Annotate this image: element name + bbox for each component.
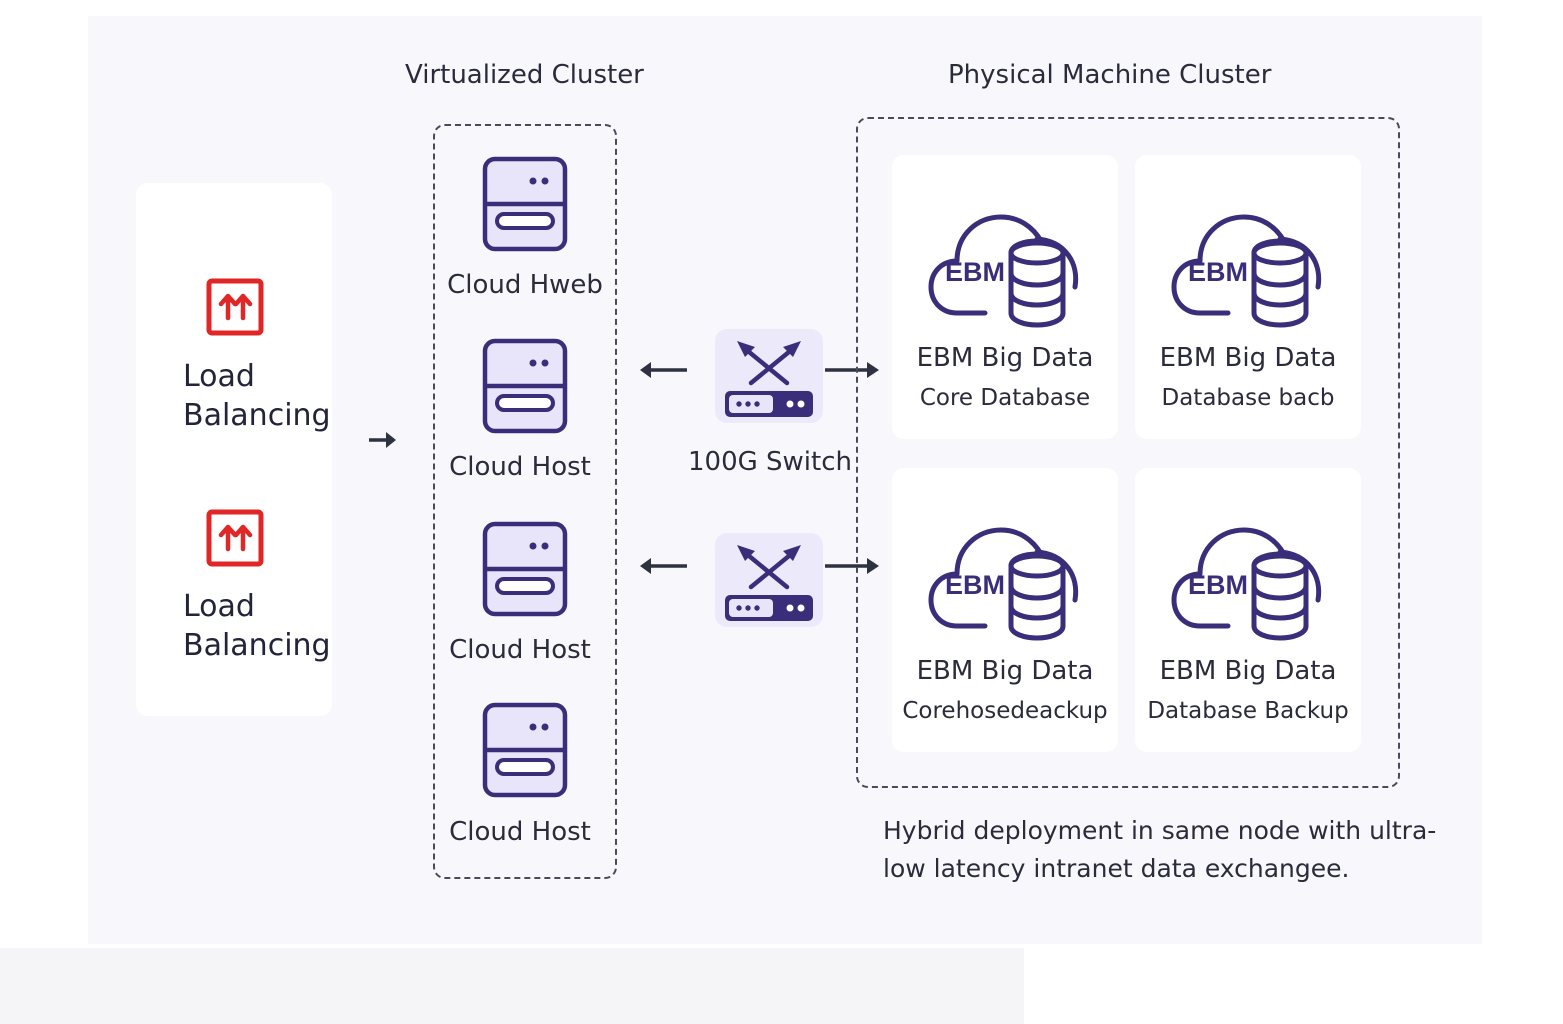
server-icon xyxy=(482,702,568,798)
network-switch-icon xyxy=(715,329,823,423)
cloud-host-label: Cloud Host xyxy=(449,452,591,482)
cloud-host-label: Cloud Host xyxy=(449,817,591,847)
ebm-node-title: EBM Big Data xyxy=(916,656,1094,686)
ebm-badge: EBM xyxy=(1188,570,1248,600)
ebm-node-card: EBM EBM Big Data Corehosedeackup xyxy=(892,468,1118,752)
footer-strip xyxy=(0,948,1024,1024)
ebm-badge: EBM xyxy=(945,257,1005,287)
virtualized-cluster-boundary xyxy=(433,124,617,879)
arrow-right-icon xyxy=(369,432,396,448)
ebm-node-subtitle: Corehosedeackup xyxy=(902,698,1108,724)
cloud-host-label: Cloud Host xyxy=(449,635,591,665)
load-balancing-panel xyxy=(136,183,332,716)
arrow-left-icon xyxy=(640,362,687,378)
server-icon xyxy=(482,338,568,434)
virtualized-cluster-title: Virtualized Cluster xyxy=(405,60,644,90)
ebm-badge: EBM xyxy=(1188,257,1248,287)
arrow-right-icon xyxy=(825,558,879,574)
load-balancer-icon xyxy=(206,278,264,336)
physical-cluster-boundary xyxy=(856,117,1400,788)
ebm-node-title: EBM Big Data xyxy=(1159,343,1337,373)
ebm-node-card: EBM EBM Big Data Database Backup xyxy=(1135,468,1361,752)
server-icon xyxy=(482,521,568,617)
load-balancing-label: Load Balancing xyxy=(183,589,331,663)
load-balancer-icon xyxy=(206,509,264,567)
cloud-host-label: Cloud Hweb xyxy=(447,270,603,300)
ebm-node-title: EBM Big Data xyxy=(916,343,1094,373)
cloud-database-icon: EBM xyxy=(928,214,1079,328)
cloud-database-icon: EBM xyxy=(1171,214,1322,328)
physical-cluster-title: Physical Machine Cluster xyxy=(948,60,1272,90)
ebm-node-subtitle: Database Backup xyxy=(1147,698,1349,724)
ebm-node-subtitle: Core Database xyxy=(919,385,1091,411)
ebm-node-subtitle: Database bacb xyxy=(1161,385,1335,411)
arrow-left-icon xyxy=(640,558,687,574)
load-balancing-label: Load Balancing xyxy=(183,359,331,433)
ebm-node-card: EBM EBM Big Data Core Database xyxy=(892,155,1118,439)
ebm-badge: EBM xyxy=(945,570,1005,600)
network-switch-icon xyxy=(715,533,823,627)
switch-label: 100G Switch xyxy=(688,447,852,477)
ebm-node-title: EBM Big Data xyxy=(1159,656,1337,686)
ebm-node-card: EBM EBM Big Data Database bacb xyxy=(1135,155,1361,439)
cloud-database-icon: EBM xyxy=(1171,527,1322,641)
cloud-database-icon: EBM xyxy=(928,527,1079,641)
arrow-right-icon xyxy=(825,362,879,378)
deployment-note: Hybrid deployment in same node with ultr… xyxy=(883,816,1437,883)
server-icon xyxy=(482,156,568,252)
